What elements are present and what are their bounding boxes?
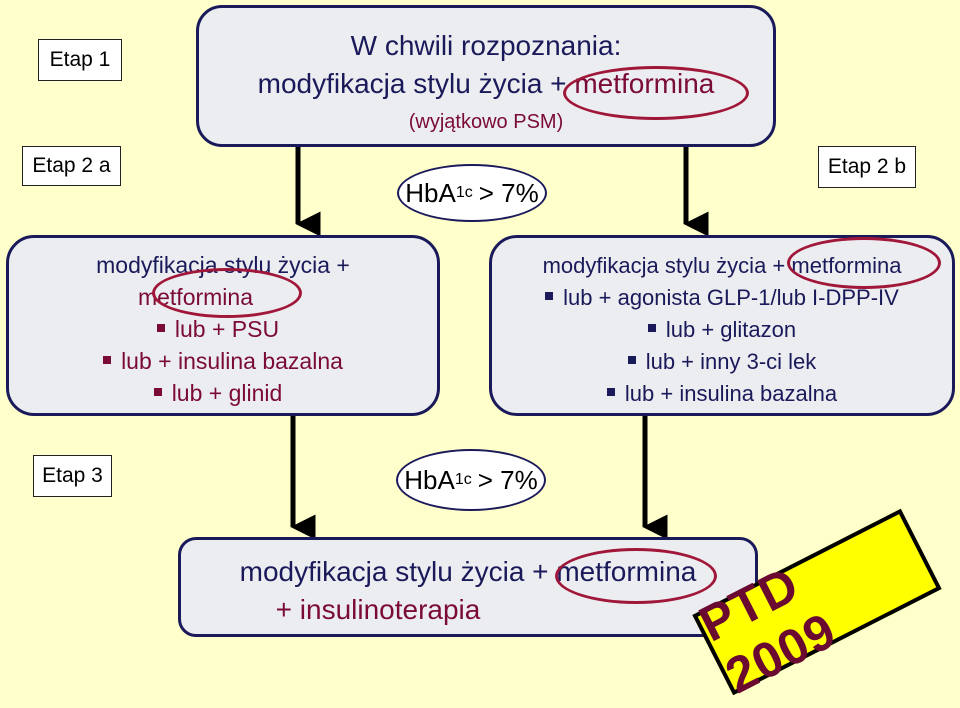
stage-2b-option: lub + insulina bazalna xyxy=(492,381,952,407)
stage-label-1: Etap 1 xyxy=(38,39,122,81)
stage-label-3: Etap 3 xyxy=(33,455,112,497)
hba1c-threshold: > 7% xyxy=(477,464,538,495)
option-basal-insulin: lub + insulina bazalna xyxy=(607,381,837,406)
option-third-drug: lub + inny 3-ci lek xyxy=(628,349,817,374)
metformin-highlight-oval-top xyxy=(563,66,749,120)
stage-2b-lifestyle: modyfikacja stylu życia + xyxy=(542,253,786,278)
stage-3-insulin-therapy: + insulinoterapia xyxy=(275,594,481,625)
option-glp1-dpp4: lub + agonista GLP-1/lub I-DPP-IV xyxy=(545,285,899,310)
option-basal-insulin: lub + insulina bazalna xyxy=(103,348,343,374)
stage-2a-option: lub + insulina bazalna xyxy=(9,348,437,375)
initial-lifestyle-text: modyfikacja stylu życia + xyxy=(257,68,567,99)
stage-2b-option: lub + agonista GLP-1/lub I-DPP-IV xyxy=(492,285,952,311)
hba1c-sub: 1c xyxy=(455,184,473,201)
option-glinide: lub + glinid xyxy=(154,380,283,406)
stage-2a-option: lub + PSU xyxy=(9,316,437,343)
metformin-highlight-oval-right xyxy=(787,237,941,289)
stage-label-2b: Etap 2 b xyxy=(818,146,916,188)
stage-3-lifestyle: modyfikacja stylu życia + xyxy=(239,556,549,587)
stage-2a-box: modyfikacja stylu życia + metformina lub… xyxy=(6,235,440,416)
stage-label-2a: Etap 2 a xyxy=(22,146,121,186)
initial-exception-note: (wyjątkowo PSM) xyxy=(408,111,564,133)
option-psu: lub + PSU xyxy=(157,316,279,342)
stage-2a-option: lub + glinid xyxy=(9,380,437,407)
initial-therapy-box: W chwili rozpoznania: modyfikacja stylu … xyxy=(196,5,776,147)
hba1c-threshold: > 7% xyxy=(478,177,539,208)
stage-2b-option: lub + inny 3-ci lek xyxy=(492,349,952,375)
option-glitazone: lub + glitazon xyxy=(648,317,796,342)
hba1c-sub: 1c xyxy=(454,471,472,488)
stage-2b-option: lub + glitazon xyxy=(492,317,952,343)
hba1c-name: HbA xyxy=(404,464,455,495)
metformin-highlight-oval-bottom xyxy=(555,548,717,604)
hba1c-name: HbA xyxy=(405,177,456,208)
initial-heading: W chwili rozpoznania: xyxy=(350,30,622,61)
metformin-highlight-oval-left xyxy=(152,268,302,318)
